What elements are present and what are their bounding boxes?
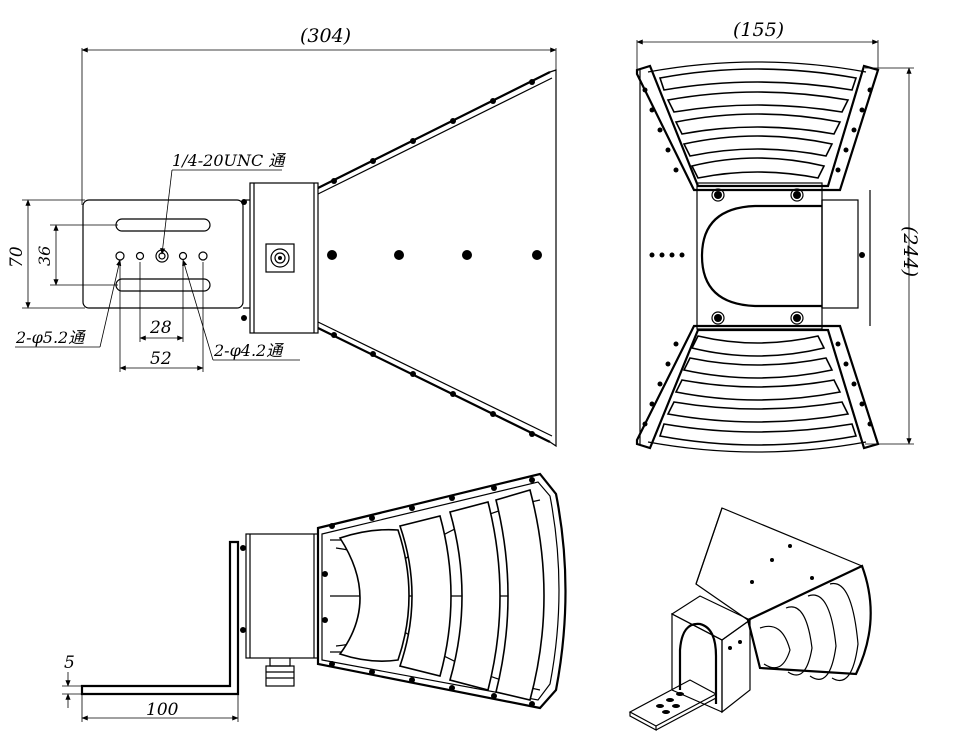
slot-spacing-label: 36 — [35, 246, 54, 266]
isometric-view — [628, 507, 872, 732]
overall-length-label: (304) — [300, 25, 351, 47]
bracket-edge — [821, 199, 859, 309]
small-holes-callout: 2-φ4.2通 — [213, 341, 284, 360]
overall-height-label: (244) — [899, 226, 921, 277]
horn-plate — [316, 472, 567, 710]
plate-thickness-label: 5 — [64, 653, 75, 673]
upper-slot — [115, 218, 211, 232]
front-view: (155) (244) — [635, 19, 921, 453]
lower-slot — [115, 278, 211, 292]
side-view: (304) 70 36 28 52 — [7, 25, 557, 448]
side-section-view: 5 100 — [62, 472, 567, 722]
outer-hole-spacing-label: 52 — [150, 349, 172, 369]
housing-block — [249, 182, 319, 334]
overall-width-label: (155) — [733, 19, 784, 41]
mount-thread-callout: 1/4-20UNC 通 — [172, 151, 286, 170]
l-bracket — [80, 540, 240, 696]
inner-hole-spacing-label: 28 — [149, 318, 172, 338]
bracket-length-label: 100 — [146, 700, 179, 720]
bracket-height-label: 70 — [7, 246, 27, 268]
bracket-plate — [82, 199, 244, 309]
n-connector — [265, 243, 295, 273]
slot-holes-callout: 2-φ5.2通 — [15, 328, 86, 347]
